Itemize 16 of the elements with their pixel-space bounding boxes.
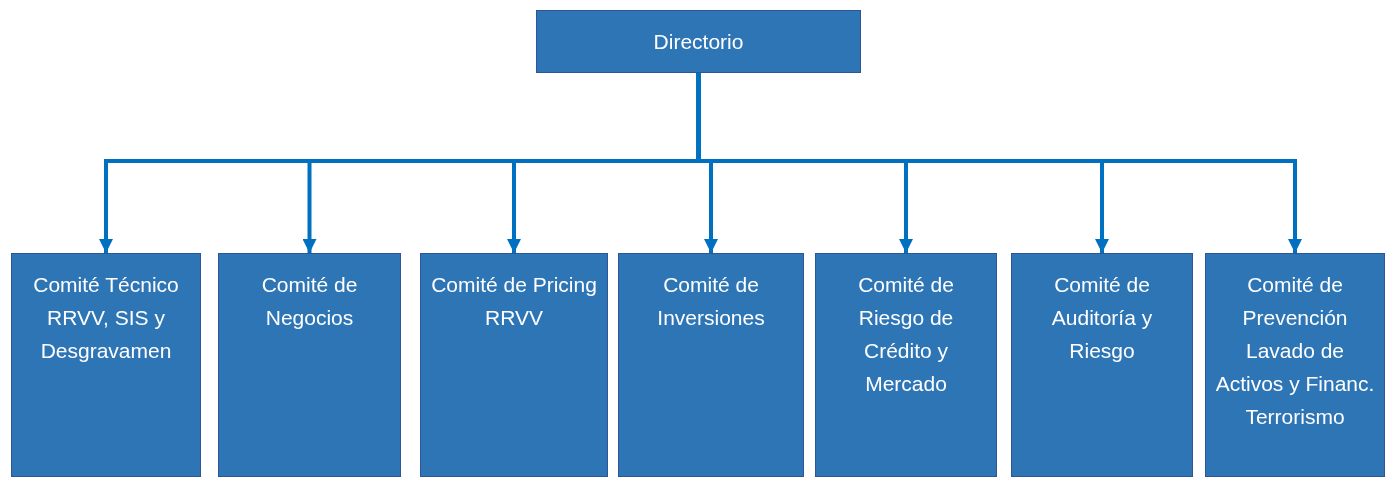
committee-box	[1205, 253, 1385, 477]
box-label: Comité de Riesgo de Crédito y Mercado	[857, 272, 955, 397]
box-label: Comité de Prevención Lavado de Activos y Financ. Terrorismo	[1214, 272, 1376, 430]
box-label: Directorio	[653, 29, 744, 55]
box-label: Comité de Negocios	[260, 272, 359, 331]
committee-box	[815, 253, 997, 477]
committee-box	[618, 253, 804, 477]
box-label: Comité de Inversiones	[656, 272, 766, 331]
committee-box	[11, 253, 201, 477]
box-label: Comité de Auditoría y Riesgo	[1050, 272, 1154, 364]
committee-box	[420, 253, 608, 477]
committee-box	[1011, 253, 1193, 477]
box-label: Comité Técnico RRVV, SIS y Desgravamen	[32, 272, 180, 364]
committee-box	[218, 253, 401, 477]
box-label: Comité de Pricing RRVV	[430, 272, 598, 331]
board-box	[536, 10, 861, 73]
